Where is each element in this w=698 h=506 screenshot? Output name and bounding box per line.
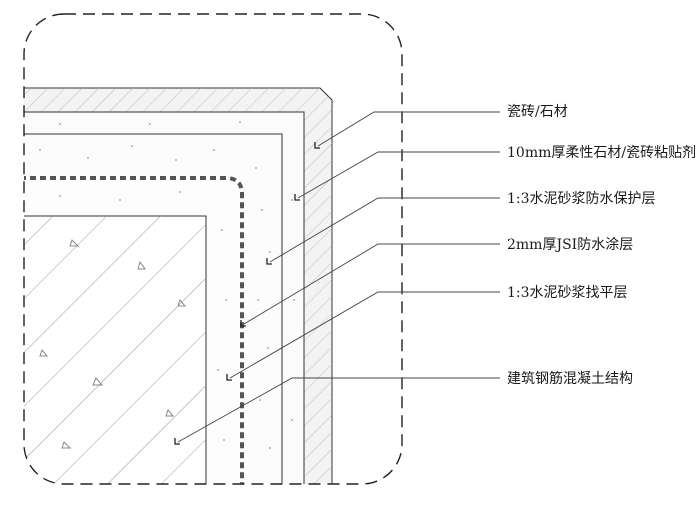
leader-lines [177,111,500,443]
leader-ticks [174,142,320,445]
leader-line-6 [177,377,500,443]
aggregate-marks [39,239,187,449]
leader-line-5 [229,291,500,379]
detail-frame [23,13,403,485]
label-adhesive: 10mm厚柔性石材/瓷砖粘贴剂 [507,145,697,161]
label-protective-mortar: 1:3水泥砂浆防水保护层 [507,191,656,207]
label-leveling-mortar: 1:3水泥砂浆找平层 [507,285,628,301]
leader-line-4 [243,243,500,325]
leader-line-1 [317,111,500,147]
label-waterproof-coating: 2mm厚JSI防水涂层 [507,237,634,253]
label-tile-stone: 瓷砖/石材 [507,104,568,120]
leader-line-3 [269,197,500,263]
label-concrete-structure: 建筑钢筋混凝土结构 [507,371,633,387]
mortar-speckles [39,121,295,449]
leader-line-2 [297,151,500,199]
waterproof-membrane [24,176,244,484]
